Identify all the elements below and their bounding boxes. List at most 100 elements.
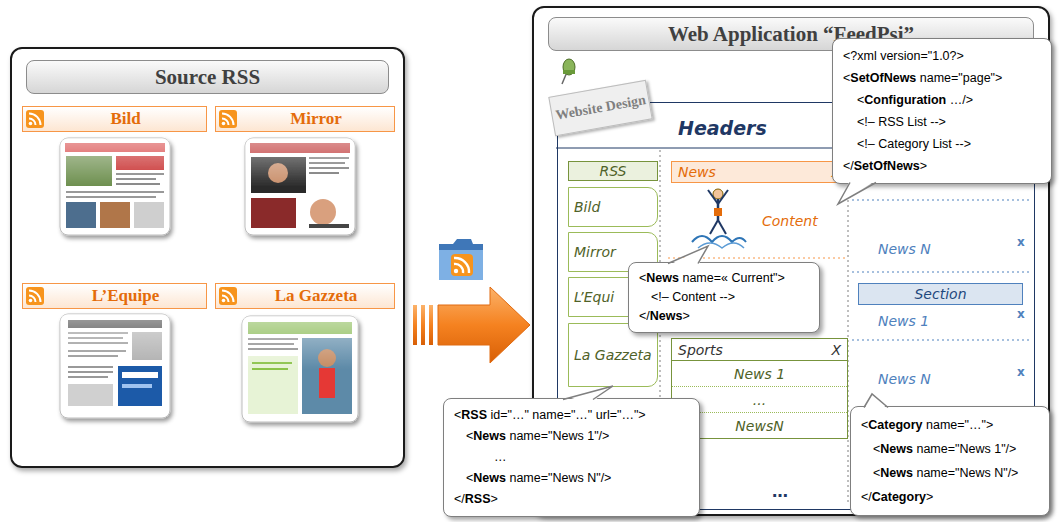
box-text: Website Design bbox=[554, 92, 647, 123]
xml-callout: <?xml version="1.0?><SetOfNews name="pag… bbox=[832, 38, 1052, 184]
text-row: L’Equipe bbox=[92, 286, 159, 306]
header-text: Headers bbox=[678, 117, 767, 139]
feed-icon-ground bbox=[26, 287, 44, 305]
xml-line: … bbox=[494, 447, 507, 468]
tag-name: RSS bbox=[465, 492, 491, 506]
feed-icon bbox=[219, 110, 237, 128]
box-text: Bild bbox=[574, 199, 600, 215]
xml-line: <News name="News 1"/> bbox=[466, 426, 609, 447]
xml-line: <!– Category List --> bbox=[857, 133, 971, 155]
close-mark-text: x bbox=[1017, 235, 1025, 249]
news-panel-header: NewsX bbox=[671, 161, 848, 183]
box-text: News 1 bbox=[734, 366, 785, 382]
text-row: <Category name="…"> bbox=[861, 413, 1039, 437]
block-arrow bbox=[413, 287, 530, 363]
text-row: <!– RSS List --> bbox=[843, 111, 1041, 133]
xml-line: <?xml version="1.0?> bbox=[843, 45, 964, 67]
panel-title: Source RSS bbox=[155, 65, 260, 90]
box-text: RSS bbox=[599, 163, 626, 179]
box-text: X bbox=[831, 342, 841, 358]
callout-tail-edge bbox=[668, 246, 708, 264]
push-pin bbox=[562, 59, 575, 84]
callout-tail-edge bbox=[838, 182, 876, 204]
text-row: <RSS id="…" name="…" url="…"> bbox=[454, 405, 689, 426]
callout-tail-fill bbox=[864, 394, 888, 410]
text-row: Sports X bbox=[672, 339, 847, 361]
news-item-text: News N bbox=[878, 241, 931, 257]
callout-tail-fill bbox=[563, 386, 613, 402]
text-row: Mirror bbox=[574, 244, 616, 260]
box-text: Section bbox=[914, 286, 966, 302]
feed-icon-ground bbox=[219, 287, 237, 305]
box-text: News bbox=[678, 164, 716, 180]
content-label: Content bbox=[762, 212, 818, 230]
xml-line: <News name=« Current"> bbox=[639, 269, 785, 288]
text-row: </Category> bbox=[861, 485, 1039, 509]
callout-tail bbox=[628, 262, 629, 263]
feed-icon-wave bbox=[29, 114, 41, 126]
xml-line: <Category name="…"> bbox=[861, 413, 993, 437]
news-item-text: News 1 bbox=[878, 313, 929, 329]
text-row: Bild bbox=[110, 109, 140, 129]
tag-name: News bbox=[880, 466, 913, 480]
xml-line: </News> bbox=[639, 307, 690, 326]
text-row: L’Equi bbox=[574, 289, 614, 305]
feed-icon-wave bbox=[29, 296, 36, 303]
callout-tail bbox=[850, 406, 851, 407]
feed-icon-dot bbox=[222, 122, 226, 126]
text-row: NewsX bbox=[678, 164, 841, 180]
callout-tail bbox=[443, 398, 444, 399]
text-row: <SetOfNews name="page"> bbox=[843, 67, 1041, 89]
text-row: La Gazzeta bbox=[275, 286, 358, 306]
callout-tail-edge bbox=[864, 394, 888, 408]
text-row: La Gazzeta bbox=[574, 347, 652, 363]
xml-line: </Category> bbox=[861, 485, 933, 509]
feed-icon-dot bbox=[222, 299, 226, 303]
feed-icon-dot bbox=[29, 299, 33, 303]
feed-icon-wave bbox=[29, 119, 36, 126]
text-row: <!– Content --> bbox=[639, 288, 809, 307]
xml-callout: <News name=« Current"><!– Content --></N… bbox=[628, 262, 820, 333]
feed-icon bbox=[26, 110, 44, 128]
news-item: News N bbox=[878, 240, 931, 258]
box-text: La Gazzeta bbox=[275, 286, 358, 306]
callout-tail-fill bbox=[838, 180, 876, 204]
ellipsis-text: … bbox=[772, 482, 788, 501]
feed-icon-wave bbox=[29, 291, 41, 303]
newspaper-thumbnail bbox=[242, 316, 358, 422]
tag-name: SetOfNews bbox=[854, 159, 920, 173]
text-row: <!– Category List --> bbox=[843, 133, 1041, 155]
arrow-stripe bbox=[421, 305, 425, 345]
text-row: Website Design bbox=[554, 92, 647, 123]
tag-name: News bbox=[473, 429, 506, 443]
text-row: <News name="News N"/> bbox=[454, 468, 689, 489]
close-mark-text: x bbox=[1017, 365, 1025, 379]
tag-name: News bbox=[473, 471, 506, 485]
ellipsis: … bbox=[772, 482, 788, 501]
feed-tab: Bild bbox=[568, 187, 658, 227]
tag-name: Category bbox=[868, 418, 922, 432]
close-mark: x bbox=[1017, 362, 1025, 380]
feed-icon-wave bbox=[222, 291, 234, 303]
text-row: Section bbox=[914, 286, 966, 302]
box-text: Sports bbox=[678, 342, 723, 358]
design-tag: Website Design bbox=[548, 80, 653, 137]
row-divider bbox=[852, 340, 1030, 341]
tag-name: SetOfNews bbox=[850, 71, 916, 85]
column-divider bbox=[848, 150, 849, 505]
text-row: … bbox=[454, 447, 689, 468]
xml-callout: <Category name="…"><News name="News 1"/>… bbox=[850, 406, 1050, 516]
text-row: RSS bbox=[599, 163, 626, 179]
close-mark: x bbox=[1017, 304, 1025, 322]
title-band: Source RSS bbox=[26, 60, 389, 94]
feed-icon-wave bbox=[222, 114, 234, 126]
text-holder: Headers bbox=[678, 117, 767, 139]
arrow-stripe bbox=[413, 305, 417, 345]
box-text: ... bbox=[753, 392, 766, 408]
newspaper-thumbnail bbox=[60, 314, 170, 418]
column-header: RSS bbox=[568, 161, 658, 181]
text-row: </SetOfNews> bbox=[843, 155, 1041, 177]
callout-tail-edge bbox=[563, 386, 613, 400]
text-row: News 1 bbox=[672, 361, 847, 386]
text-row: <Configuration …/> bbox=[843, 89, 1041, 111]
